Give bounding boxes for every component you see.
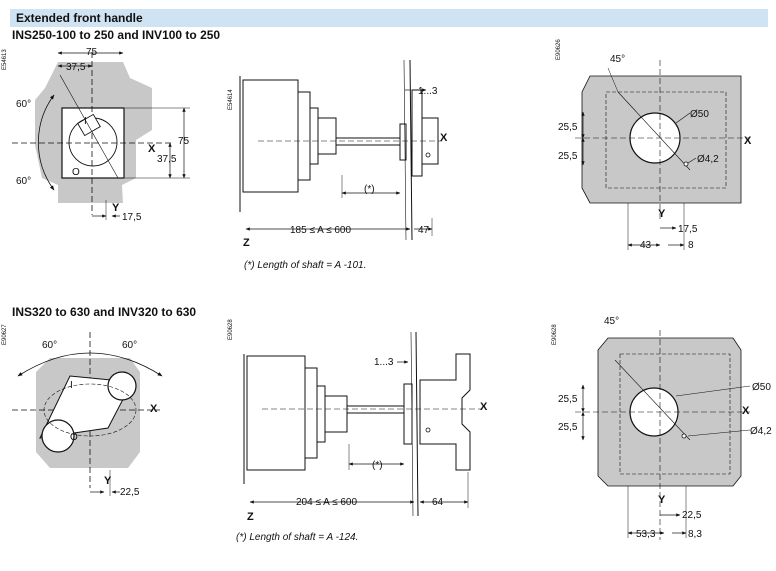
hole-label: Ø4,2: [697, 154, 719, 165]
switch-body: [246, 355, 306, 471]
panel-view-top: E90626 45° Ø50 Ø4,2 25,5 25,5 17,5 43: [556, 39, 752, 251]
dy2-label: 25,5: [558, 151, 578, 162]
ref-code: E90627: [2, 324, 8, 345]
axis-x-label: X: [480, 401, 488, 413]
shaft-note: (*) Length of shaft = A -124.: [236, 532, 358, 543]
cutout-hole: [629, 112, 681, 164]
dy1-label: 25,5: [558, 122, 578, 133]
panel-view-bottom: E90628 45° Ø50 Ø4,2 25,5 25,5 22,5 53,3: [552, 316, 772, 540]
dx2-label: 53,3: [636, 529, 656, 540]
axis-y-label: Y: [112, 202, 120, 214]
dim-height: 75: [178, 136, 190, 147]
dx3-label: 8: [688, 240, 694, 251]
dx1-label: 22,5: [682, 510, 702, 521]
mark-on: I: [70, 380, 73, 391]
shaft-note: (*) Length of shaft = A -101.: [244, 260, 366, 271]
angle-label: 45°: [604, 316, 619, 327]
page-title: Extended front handle: [16, 11, 143, 25]
axis-y-label: Y: [658, 494, 666, 506]
axis-z-label: Z: [247, 511, 254, 523]
diameter-label: Ø50: [752, 382, 771, 393]
ref-code: E90628: [552, 324, 558, 345]
section-title-top: INS250-100 to 250 and INV100 to 250: [12, 28, 221, 42]
angle-right: 60°: [122, 340, 137, 351]
handle-front-view-bottom: E90627 60° 60° 22,5 X Y I O: [2, 324, 163, 498]
door-panel: [409, 59, 413, 241]
end-label: 47: [418, 225, 430, 236]
range-label: 204 ≤ A ≤ 600: [296, 497, 357, 508]
section-title-bottom: INS320 to 630 and INV320 to 630: [12, 305, 197, 319]
axis-y-label: Y: [104, 475, 112, 487]
axis-y-label: Y: [658, 208, 666, 220]
axis-x-label: X: [744, 135, 752, 147]
dim-width: 75: [86, 47, 98, 58]
angle-left: 60°: [42, 340, 57, 351]
header-bar: Extended front handle: [10, 9, 768, 27]
dy2-label: 25,5: [558, 422, 578, 433]
dx1-label: 17,5: [678, 224, 698, 235]
switch-body: [242, 79, 299, 193]
dim-half-height: 37,5: [157, 154, 177, 165]
range-label: 185 ≤ A ≤ 600: [290, 225, 351, 236]
dim-offset: 17,5: [122, 212, 142, 223]
axis-z-label: Z: [243, 237, 250, 249]
dy1-label: 25,5: [558, 394, 578, 405]
diameter-label: Ø50: [690, 109, 709, 120]
angle-label: 45°: [610, 54, 625, 65]
hole-label: Ø4,2: [750, 426, 772, 437]
door-panel: [415, 331, 419, 517]
ref-code: E54613: [2, 49, 8, 70]
dx3-label: 8,3: [688, 529, 702, 540]
ref-code: E90626: [556, 39, 562, 60]
handle-front-view-top: 75 37,5 75 37,5 17,5 60° 60° X Y I O E54…: [2, 47, 190, 223]
mark-off: O: [72, 167, 80, 178]
gap-label: 1...3: [374, 357, 394, 368]
angle-lower: 60°: [16, 176, 31, 187]
side-view-top: E54614 1...3 185 ≤ A ≤ 600 47: [228, 59, 448, 271]
end-label: 64: [432, 497, 444, 508]
handle-knob: [419, 353, 471, 471]
dim-offset: 22,5: [120, 487, 140, 498]
angle-upper: 60°: [16, 99, 31, 110]
mark-on: I: [84, 116, 87, 127]
dim-half-width: 37,5: [66, 62, 86, 73]
mark-off: O: [70, 432, 78, 443]
axis-x-label: X: [150, 403, 158, 415]
shaft-label: (*): [372, 460, 383, 471]
dx2-label: 43: [640, 240, 652, 251]
shaft-label: (*): [364, 184, 375, 195]
gap-label: 1...3: [418, 86, 438, 97]
axis-x-label: X: [148, 143, 156, 155]
axis-x-label: X: [440, 132, 448, 144]
ref-code: E90628: [228, 319, 234, 340]
side-view-bottom: E90628 1...3 204 ≤ A ≤ 600 64 (*) Z: [228, 319, 488, 543]
axis-x-label: X: [742, 405, 750, 417]
ref-code: E54614: [228, 89, 234, 110]
